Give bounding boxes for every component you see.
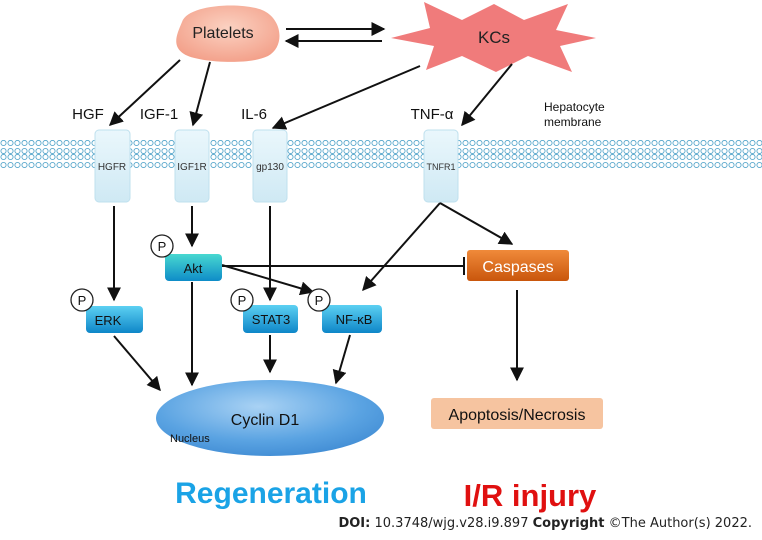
erk-node: ERK (86, 306, 143, 333)
svg-text:Caspases: Caspases (482, 259, 553, 276)
erk-phospho: P (70, 288, 94, 312)
receptor-gp130: gp130 (252, 129, 288, 203)
svg-text:HGFR: HGFR (98, 162, 126, 173)
apoptosis-box: Apoptosis/Necrosis (431, 398, 603, 429)
ligand-arrows (108, 59, 513, 130)
akt-phospho: P (150, 234, 174, 258)
membrane-label-line2: membrane (544, 115, 602, 129)
svg-text:NF-κB: NF-κB (336, 312, 373, 327)
svg-text:P: P (238, 293, 247, 308)
nucleus-cyclin-d1: Cyclin D1 Nucleus (156, 380, 384, 456)
caspases-node: Caspases (467, 250, 569, 281)
platelets-label: Platelets (192, 25, 253, 42)
svg-text:TNFR1: TNFR1 (427, 162, 456, 172)
svg-text:IGF1R: IGF1R (177, 162, 206, 173)
nfkb-phospho: P (307, 288, 331, 312)
platelets-kcs-exchange (284, 22, 386, 48)
kcs-label: KCs (478, 28, 510, 47)
doi-label: DOI: (338, 516, 371, 531)
citation-footer: DOI: 10.3748/wjg.v28.i9.897 Copyright ©T… (0, 516, 752, 531)
receptor-igf1r: IGF1R (174, 129, 210, 203)
membrane-label-line1: Hepatocyte (544, 100, 605, 114)
svg-text:P: P (315, 293, 324, 308)
akt-inhibits-caspases (222, 257, 465, 275)
svg-text:Apoptosis/Necrosis: Apoptosis/Necrosis (449, 407, 586, 424)
svg-text:P: P (158, 239, 167, 254)
doi-value: 10.3748/wjg.v28.i9.897 (374, 516, 529, 531)
svg-text:P: P (78, 293, 87, 308)
receptor-hgfr: HGFR (94, 129, 131, 203)
ir-injury-title: I/R injury (464, 478, 597, 513)
svg-text:Cyclin D1: Cyclin D1 (231, 412, 300, 429)
ligand-tnfa: TNF-α (411, 106, 454, 123)
svg-text:Nucleus: Nucleus (170, 433, 210, 445)
ligand-igf1: IGF-1 (140, 106, 178, 123)
platelets-cell (176, 5, 280, 62)
svg-text:Akt: Akt (184, 261, 203, 276)
ligand-hgf: HGF (72, 106, 104, 123)
svg-text:STAT3: STAT3 (252, 312, 291, 327)
svg-text:gp130: gp130 (256, 162, 284, 173)
nfkb-node: NF-κB (322, 305, 382, 333)
akt-node: Akt (165, 254, 222, 281)
stat3-phospho: P (230, 288, 254, 312)
signaling-arrows (107, 202, 524, 392)
copyright-value: ©The Author(s) 2022. (608, 516, 752, 531)
stat3-node: STAT3 (243, 305, 298, 333)
copyright-label: Copyright (532, 516, 605, 531)
svg-text:ERK: ERK (95, 313, 122, 328)
ligand-il6: IL-6 (241, 106, 267, 123)
kcs-cell (391, 2, 596, 72)
receptor-tnfr1: TNFR1 (423, 129, 459, 203)
regeneration-title: Regeneration (175, 477, 367, 510)
